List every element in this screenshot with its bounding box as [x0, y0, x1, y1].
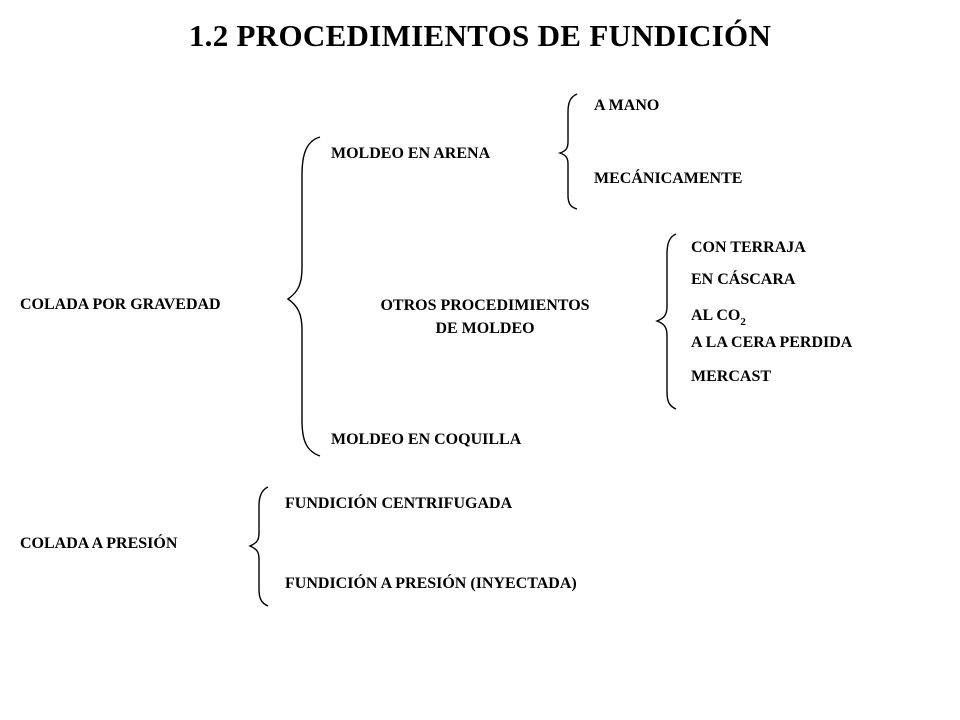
otros-procedimientos-label-1: OTROS PROCEDIMIENTOS	[380, 297, 590, 314]
brace-moldeo-arena	[557, 93, 578, 210]
colada-gravedad-label: COLADA POR GRAVEDAD	[20, 296, 221, 313]
mecanicamente-label: MECÁNICAMENTE	[594, 170, 743, 187]
fundicion-centrifugada-label: FUNDICIÓN CENTRIFUGADA	[285, 495, 513, 512]
en-cascara-label: EN CÁSCARA	[691, 271, 796, 288]
cera-perdida-label: A LA CERA PERDIDA	[691, 334, 853, 351]
moldeo-coquilla-label: MOLDEO EN COQUILLA	[331, 431, 522, 448]
al-co2-label: AL CO2	[691, 306, 746, 328]
a-mano-label: A MANO	[594, 97, 660, 114]
al-co-text: AL CO	[691, 307, 741, 324]
colada-presion-label: COLADA A PRESIÓN	[20, 535, 178, 552]
fundicion-presion-label: FUNDICIÓN A PRESIÓN (INYECTADA)	[285, 575, 577, 592]
brace-colada-gravedad	[286, 136, 321, 457]
co2-subscript: 2	[740, 316, 746, 328]
mercast-label: MERCAST	[691, 368, 772, 385]
moldeo-arena-label: MOLDEO EN ARENA	[331, 145, 491, 162]
otros-procedimientos-label-2: DE MOLDEO	[435, 320, 535, 337]
con-terraja-label: CON TERRAJA	[691, 239, 806, 256]
brace-otros-procedimientos	[655, 233, 677, 410]
brace-colada-presion	[248, 486, 269, 607]
page-title: 1.2 PROCEDIMIENTOS DE FUNDICIÓN	[188, 18, 772, 53]
